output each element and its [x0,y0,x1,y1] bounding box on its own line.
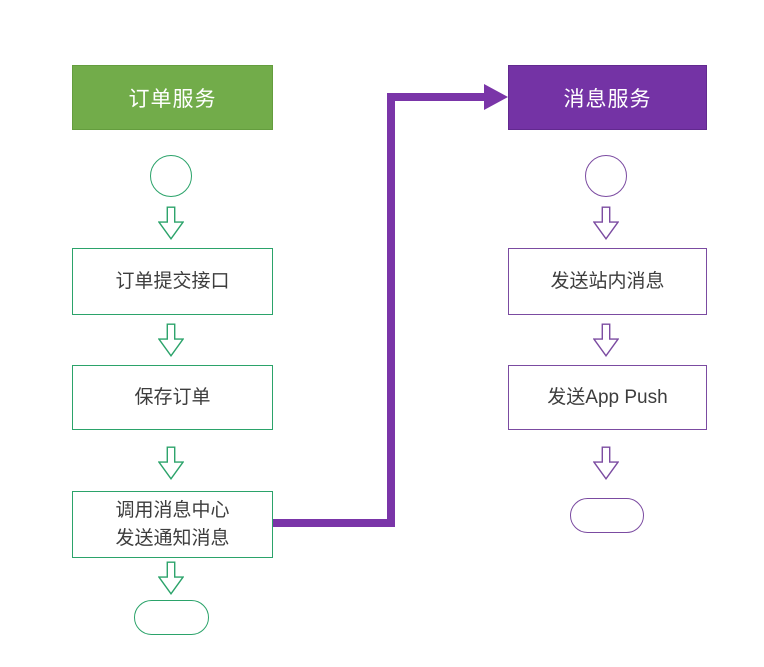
order-step-submit-api-box: 订单提交接口 [72,248,273,315]
order-start-circle [150,155,192,197]
message-service-header-label: 消息服务 [563,87,652,111]
down-arrow-icon [593,323,619,357]
node-label: 保存订单 [134,386,211,408]
order-end-terminator [134,600,209,635]
down-arrow-icon [158,323,184,357]
down-arrow-icon [593,206,619,240]
down-arrow-icon [158,561,184,595]
message-start-circle [585,155,627,197]
node-label: 发送站内消息 [550,270,665,292]
order-step-call-message-center-box: 调用消息中心 发送通知消息 [72,491,273,558]
node-label: 订单提交接口 [115,270,230,292]
down-arrow-icon [158,446,184,480]
down-arrow-icon [593,446,619,480]
down-arrow-icon [158,206,184,240]
node-label-line1: 调用消息中心 [115,499,230,521]
message-step-site-message-box: 发送站内消息 [508,248,707,315]
order-service-header: 订单服务 [72,65,273,130]
order-step-save-order-box: 保存订单 [72,365,273,430]
order-service-header-label: 订单服务 [128,87,217,111]
message-end-terminator [570,498,644,533]
message-step-app-push-box: 发送App Push [508,365,707,430]
node-label-line2: 发送通知消息 [115,527,230,549]
node-label: 发送App Push [547,386,668,408]
message-service-header: 消息服务 [508,65,707,130]
